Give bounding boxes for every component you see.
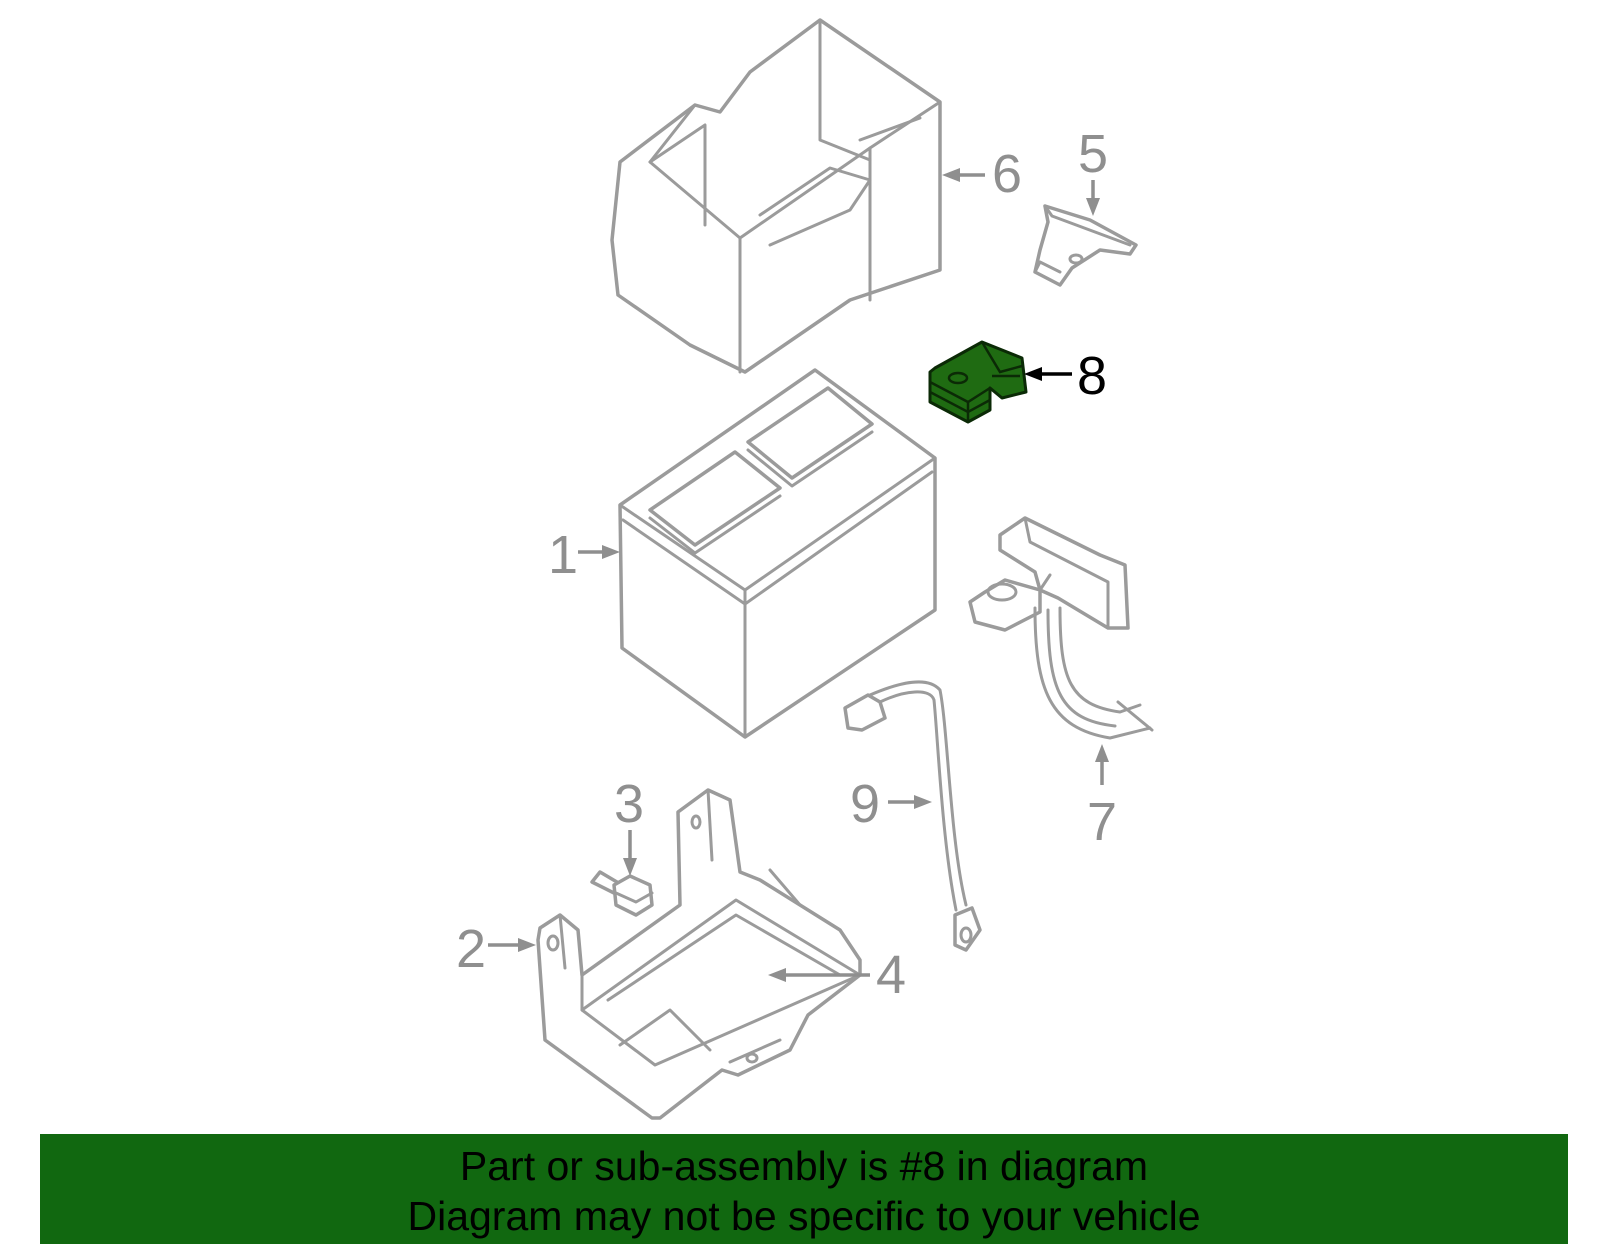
callout-6: 6: [942, 144, 1022, 204]
callout-9-label: 9: [850, 774, 880, 834]
callout-8-label: 8: [1077, 346, 1107, 406]
callout-9: 9: [850, 774, 932, 834]
callout-6-label: 6: [992, 144, 1022, 204]
part-1-battery[interactable]: [618, 368, 937, 739]
callout-2-label: 2: [456, 919, 486, 979]
callout-3-label: 3: [614, 774, 644, 834]
parts-diagram: 6 5 8 1 9 7 3 2: [456, 18, 1154, 1120]
callout-1: 1: [548, 525, 620, 585]
callout-1-label: 1: [548, 525, 578, 585]
info-banner: Part or sub-assembly is #8 in diagram Di…: [40, 1134, 1568, 1244]
part-2-battery-tray[interactable]: [536, 788, 862, 1120]
part-8-terminal-cover[interactable]: [928, 340, 1028, 424]
part-6-battery-cover[interactable]: [610, 18, 942, 374]
callout-8: 8: [1024, 346, 1107, 406]
part-7-terminal-cable[interactable]: [968, 516, 1154, 740]
callout-2: 2: [456, 919, 536, 979]
banner-line-2: Diagram may not be specific to your vehi…: [407, 1193, 1201, 1239]
callout-4-label: 4: [876, 945, 906, 1005]
part-3-bolt[interactable]: [590, 870, 654, 917]
callout-4: 4: [768, 945, 906, 1005]
banner-line-1: Part or sub-assembly is #8 in diagram: [459, 1143, 1149, 1189]
callout-5: 5: [1078, 124, 1108, 216]
part-9-ground-cable[interactable]: [843, 680, 982, 952]
callout-5-label: 5: [1078, 124, 1108, 184]
callout-7: 7: [1087, 744, 1117, 852]
callout-3: 3: [614, 774, 644, 876]
callout-7-label: 7: [1087, 792, 1117, 852]
part-5-hold-down-bracket[interactable]: [1033, 204, 1138, 287]
